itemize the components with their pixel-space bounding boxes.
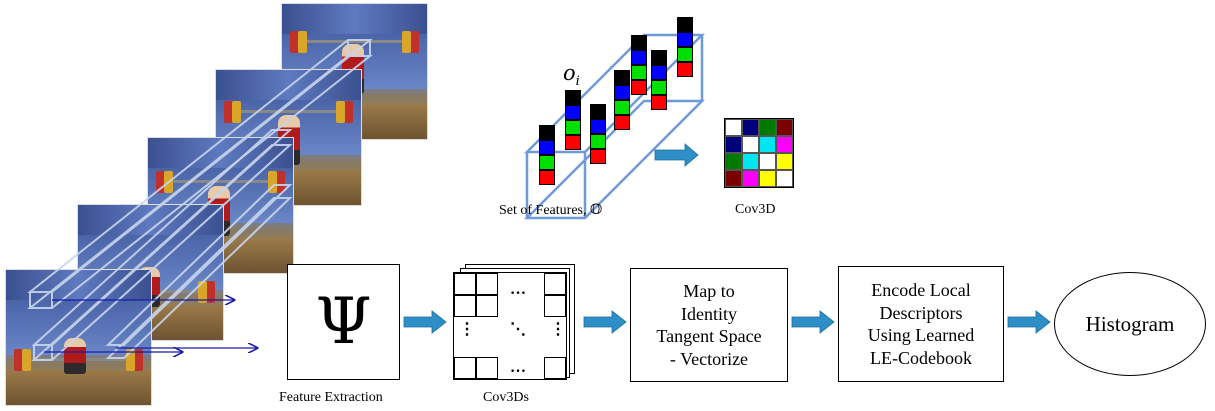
- map-to-tangent-space-block: Map to Identity Tangent Space - Vectoriz…: [630, 268, 788, 382]
- flow-arrows: [403, 143, 1051, 334]
- dots-vertical: ⋮: [459, 321, 476, 338]
- cov3d-cell: [742, 153, 759, 170]
- encode-descriptors-block: Encode Local Descriptors Using Learned L…: [838, 266, 1004, 382]
- cov3d-cell: [725, 153, 742, 170]
- cuboid-upper: [27, 39, 373, 309]
- arrow-encode-to-histogram: [1007, 310, 1051, 334]
- feature-stack: [539, 125, 555, 185]
- feature-stack: [651, 50, 667, 110]
- cov3ds-caption: Cov3Ds: [483, 390, 529, 405]
- feature-stack: [614, 70, 630, 130]
- arrow-map-to-encode: [791, 310, 835, 334]
- histogram-ellipse: Histogram: [1054, 272, 1206, 376]
- dots-horizontal: …: [510, 359, 527, 376]
- cov3d-matrix: [724, 118, 794, 188]
- arrow-psi-to-cov3ds: [403, 310, 447, 334]
- cov3d-cell: [776, 153, 793, 170]
- set-of-features-caption: Set of Features, 𝕆: [499, 203, 603, 218]
- feature-oi-label: oi: [563, 61, 580, 90]
- feature-stack: [565, 90, 581, 150]
- cov3d-cell: [742, 170, 759, 187]
- cov3d-cell: [759, 119, 776, 136]
- cov3ds-matrix: … ⋮ ⋱ ⋮ …: [453, 272, 567, 380]
- cov3d-cell: [776, 119, 793, 136]
- video-frame: [6, 270, 151, 405]
- cov3d-cell: [725, 136, 742, 153]
- cov3d-cell: [776, 136, 793, 153]
- arrow-set-to-cov3d: [654, 143, 699, 167]
- dots-vertical: ⋮: [550, 321, 567, 338]
- feature-stack: [590, 104, 606, 164]
- feature-stack: [677, 17, 693, 77]
- cuboid-lower: [31, 129, 293, 361]
- cov3d-cell: [776, 170, 793, 187]
- histogram-label: Histogram: [1085, 311, 1175, 336]
- psi-symbol: Ψ: [315, 285, 372, 359]
- cov3d-cell: [759, 153, 776, 170]
- cov3d-cell: [725, 170, 742, 187]
- cov3d-cell: [742, 119, 759, 136]
- cov3d-cell: [742, 136, 759, 153]
- cov3d-caption: Cov3D: [735, 202, 776, 217]
- dots-horizontal: …: [510, 281, 527, 298]
- feature-extraction-caption: Feature Extraction: [279, 390, 383, 405]
- feature-stack: [631, 35, 647, 95]
- dots-diagonal: ⋱: [510, 321, 527, 338]
- cov3d-cell: [759, 170, 776, 187]
- cov3d-cell: [759, 136, 776, 153]
- cov3d-cell: [725, 119, 742, 136]
- cuboid-right: [105, 184, 293, 359]
- feature-extraction-block: Ψ: [287, 264, 400, 380]
- arrow-cov3ds-to-map: [583, 310, 627, 334]
